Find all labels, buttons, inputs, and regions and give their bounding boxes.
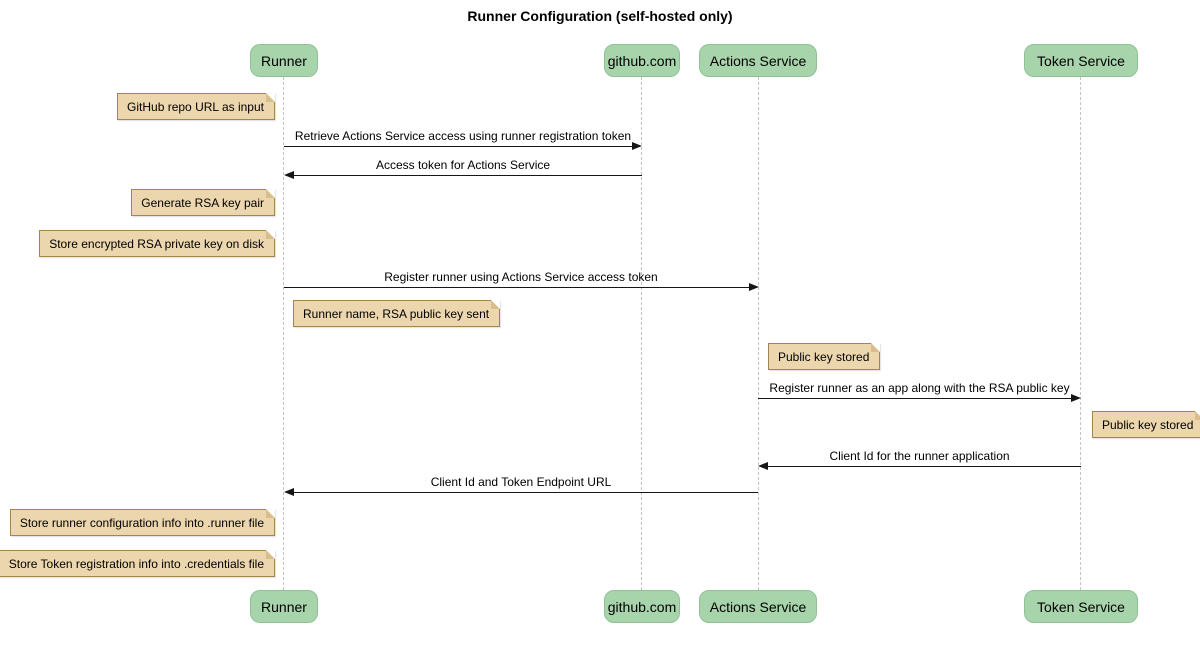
participant-token-service-top: Token Service (1024, 44, 1138, 77)
message-1-arrowhead-right-icon (632, 142, 642, 150)
lifeline-github (641, 77, 642, 590)
note-store-private-key: Store encrypted RSA private key on disk (39, 230, 275, 257)
message-2-line (293, 175, 642, 176)
message-6-line (293, 492, 758, 493)
participant-actions-service-bottom: Actions Service (699, 590, 817, 623)
message-4-arrowhead-right-icon (1071, 394, 1081, 402)
note-store-runner-config: Store runner configuration info into .ru… (9, 509, 276, 536)
message-5-arrowhead-left-icon (758, 462, 768, 470)
note-public-key-stored-actions: Public key stored (768, 343, 881, 370)
message-4-label: Register runner as an app along with the… (769, 381, 1070, 395)
message-5-label: Client Id for the runner application (829, 449, 1010, 463)
participant-token-service-bottom: Token Service (1024, 590, 1138, 623)
message-4-line (758, 398, 1072, 399)
note-generate-rsa-key-pair: Generate RSA key pair (131, 189, 275, 216)
message-6-arrowhead-left-icon (284, 488, 294, 496)
message-3-label: Register runner using Actions Service ac… (384, 270, 658, 284)
message-5-line (767, 466, 1081, 467)
message-1-line (284, 146, 633, 147)
note-github-repo-url: GitHub repo URL as input (117, 93, 275, 120)
note-store-token-registration: Store Token registration info into .cred… (0, 550, 276, 577)
diagram-title: Runner Configuration (self-hosted only) (467, 8, 733, 24)
participant-github-bottom: github.com (604, 590, 680, 623)
lifeline-actions-service (758, 77, 759, 590)
lifeline-token-service (1080, 77, 1081, 590)
participant-github-top: github.com (604, 44, 680, 77)
note-runner-name-public-key: Runner name, RSA public key sent (293, 300, 501, 327)
participant-actions-service-top: Actions Service (699, 44, 817, 77)
message-2-arrowhead-left-icon (284, 171, 294, 179)
message-3-arrowhead-right-icon (749, 283, 759, 291)
lifeline-runner (283, 77, 284, 590)
message-1-label: Retrieve Actions Service access using ru… (294, 129, 632, 143)
participant-runner-top: Runner (250, 44, 318, 77)
message-3-line (284, 287, 749, 288)
note-public-key-stored-token: Public key stored (1092, 411, 1200, 438)
message-6-label: Client Id and Token Endpoint URL (430, 475, 612, 489)
message-2-label: Access token for Actions Service (375, 158, 551, 172)
participant-runner-bottom: Runner (250, 590, 318, 623)
